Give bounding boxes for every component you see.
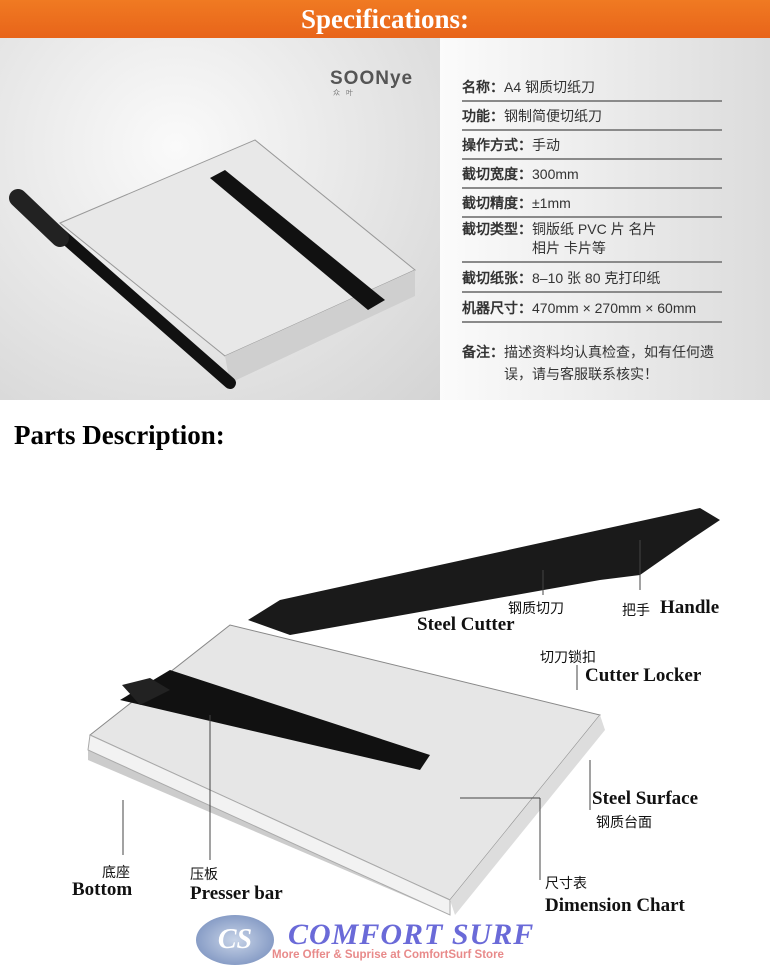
steel-cutter-label-zh: 钢质切刀 xyxy=(508,600,564,616)
spec-label: 机器尺寸： xyxy=(462,300,532,316)
spec-value: ±1mm xyxy=(532,195,571,211)
spec-row: 机器尺寸：470mm × 270mm × 60mm xyxy=(462,299,722,323)
spec-label: 截切类型： xyxy=(462,221,532,237)
comfort-surf-logo: CS xyxy=(196,915,274,965)
spec-label: 功能： xyxy=(462,108,504,124)
presser-bar-label-zh: 压板 xyxy=(190,866,218,882)
spec-value: 相片 卡片等 xyxy=(532,240,606,256)
spec-value: 300mm xyxy=(532,166,579,182)
soonye-logo: SOONye xyxy=(330,68,414,89)
dimension-chart-label: Dimension Chart xyxy=(545,895,685,916)
note-line: 误，请与客服联系核实！ xyxy=(504,366,658,382)
bottom-label: Bottom xyxy=(72,879,133,900)
bottom-label-zh: 底座 xyxy=(102,864,130,880)
spec-value: A4 钢质切纸刀 xyxy=(504,79,596,95)
brand-name: COMFORT SURF xyxy=(288,918,535,951)
spec-value: 铜版纸 PVC 片 名片 xyxy=(532,221,657,237)
spec-value: 8–10 张 80 克打印纸 xyxy=(532,270,661,286)
spec-label: 截切精度： xyxy=(462,195,532,211)
spec-row: 名称：A4 钢质切纸刀 xyxy=(462,78,722,102)
spec-panel: 名称：A4 钢质切纸刀 功能：钢制简便切纸刀 操作方式：手动 截切宽度：300m… xyxy=(440,38,770,400)
parts-diagram-image xyxy=(87,508,720,916)
spec-row: 截切精度：±1mm xyxy=(462,194,722,218)
cutter-locker-label: Cutter Locker xyxy=(585,665,702,686)
steel-surface-label: Steel Surface xyxy=(592,788,699,809)
spec-value: 手动 xyxy=(532,137,560,153)
slogan: More Offer & Suprise at ComfortSurf Stor… xyxy=(272,949,504,961)
spec-row: 截切宽度：300mm xyxy=(462,165,722,189)
soonye-logo-sub: 众叶 xyxy=(333,90,359,97)
spec-row: 截切类型：铜版纸 PVC 片 名片相片 卡片等 xyxy=(462,220,722,263)
paper-cutter-image xyxy=(9,139,416,389)
note: 备注：描述资料均认真检查，如有任何遗误，请与客服联系核实！ xyxy=(462,341,762,385)
spec-row: 操作方式：手动 xyxy=(462,136,722,160)
note-line: 描述资料均认真检查，如有任何遗 xyxy=(504,344,714,360)
spec-label: 名称： xyxy=(462,79,504,95)
dimension-chart-label-zh: 尺寸表 xyxy=(545,875,587,891)
steel-cutter-label: Steel Cutter xyxy=(417,614,515,635)
presser-bar-label: Presser bar xyxy=(190,883,283,904)
cutter-locker-label-zh: 切刀锁扣 xyxy=(540,649,596,665)
specifications-banner: Specifications: xyxy=(0,0,770,38)
handle-label: Handle xyxy=(660,597,720,618)
spec-value: 470mm × 270mm × 60mm xyxy=(532,300,697,316)
product-photo xyxy=(0,38,440,400)
note-label: 备注： xyxy=(462,344,504,360)
spec-label: 操作方式： xyxy=(462,137,532,153)
spec-label: 截切纸张： xyxy=(462,270,532,286)
parts-title: Parts Description: xyxy=(14,420,225,450)
spec-value: 钢制简便切纸刀 xyxy=(504,108,602,124)
spec-label: 截切宽度： xyxy=(462,166,532,182)
handle-label-zh: 把手 xyxy=(622,602,650,618)
spec-row: 功能：钢制简便切纸刀 xyxy=(462,107,722,131)
spec-row: 截切纸张：8–10 张 80 克打印纸 xyxy=(462,269,722,293)
steel-surface-label-zh: 钢质台面 xyxy=(596,814,652,830)
